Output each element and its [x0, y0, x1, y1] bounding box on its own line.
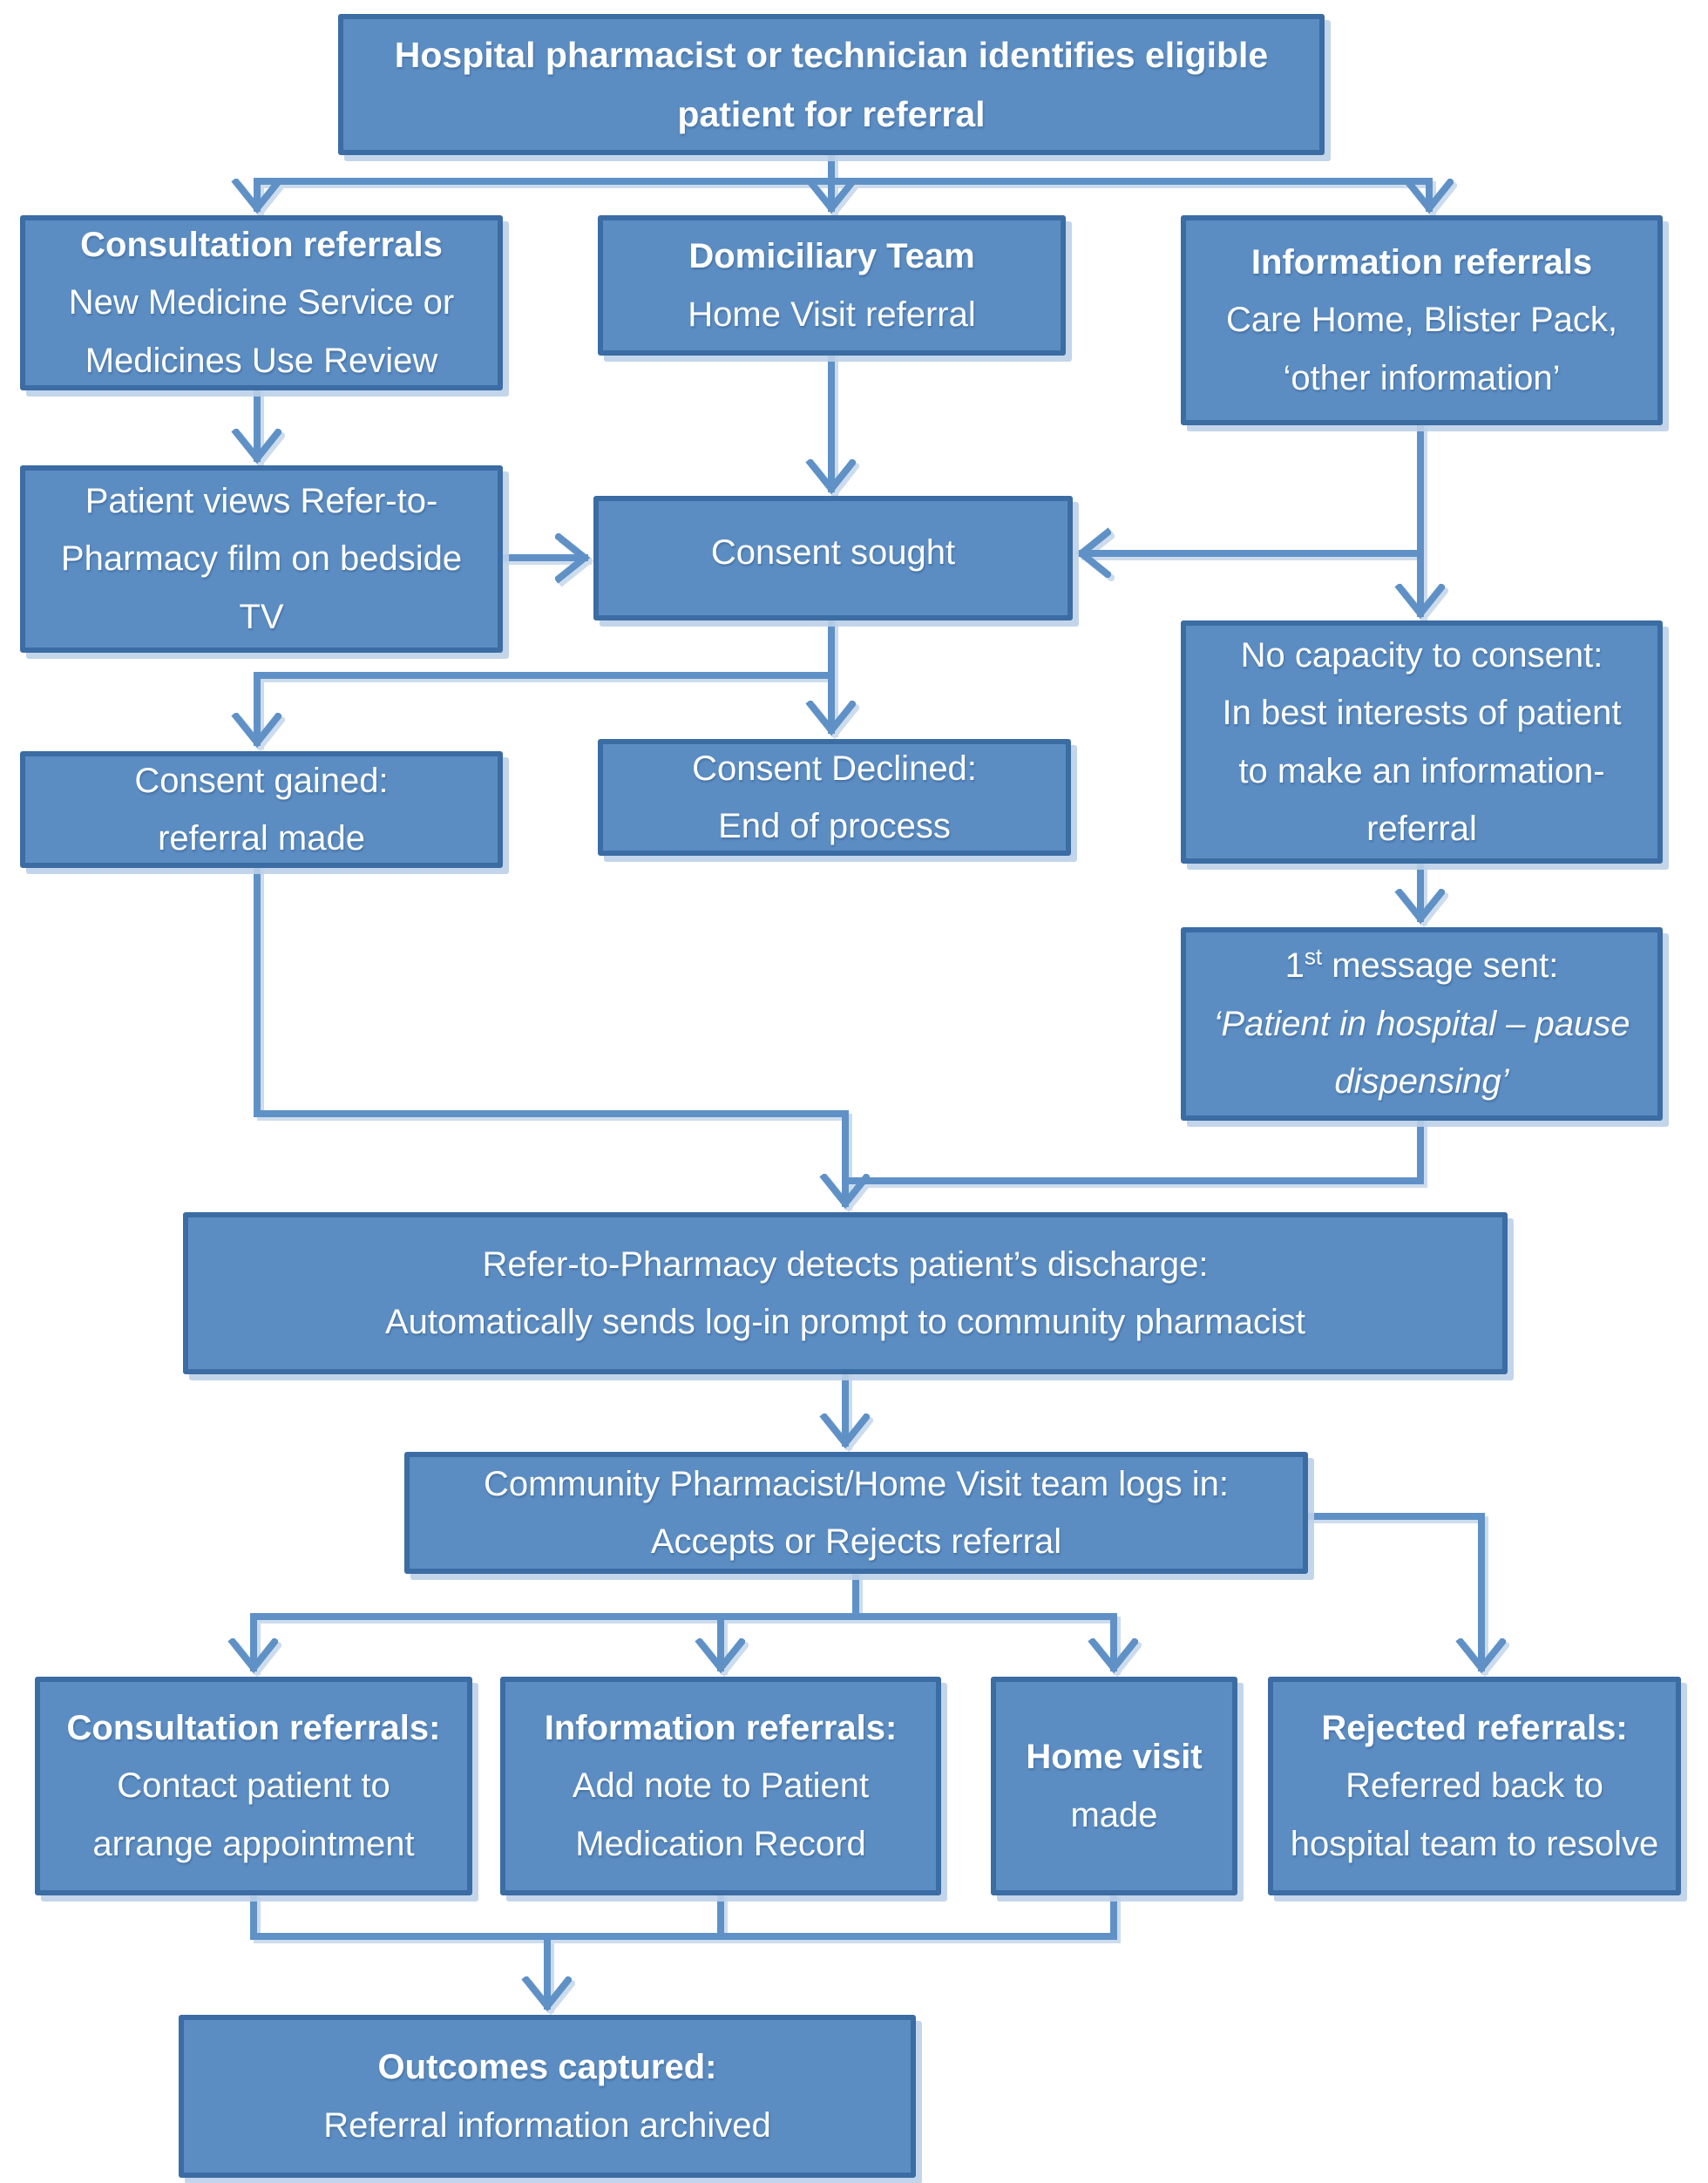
node-consultation-action-title: Consultation referrals: [66, 1708, 441, 1747]
node-community-pharmacist-logs-in: Community Pharmacist/Home Visit team log… [404, 1452, 1308, 1574]
node-detects-discharge-line2: Automatically sends log-in prompt to com… [385, 1303, 1305, 1341]
node-consent-sought-line1: Consent sought [710, 533, 956, 572]
node-detects-discharge: Refer-to-Pharmacy detects patient’s disc… [183, 1212, 1508, 1374]
node-consent-declined-line1: Consent Declined: [692, 749, 977, 788]
node-outcomes-line1: Referral information archived [323, 2105, 771, 2145]
node-consent-declined: Consent Declined: End of process [598, 739, 1071, 856]
node-first-message-line3: dispensing’ [1334, 1062, 1509, 1102]
connector-community-to-rejected [1305, 1513, 1481, 1668]
node-consultation-referrals-title: Consultation referrals [80, 225, 443, 264]
node-patient-views-film-line1: Patient views Refer-to- [85, 481, 438, 520]
first-message-ordinal: st [1304, 944, 1323, 971]
node-home-visit-made: Home visit made [991, 1677, 1237, 1895]
node-patient-views-film: Patient views Refer-to- Pharmacy film on… [20, 465, 503, 653]
node-no-capacity-line4: referral [1366, 809, 1477, 848]
node-information-referrals-line1: Care Home, Blister Pack, [1225, 301, 1618, 340]
node-rejected-title: Rejected referrals: [1321, 1708, 1628, 1747]
node-information-action-line1: Add note to Patient [572, 1766, 870, 1806]
node-consultation-referrals: Consultation referrals New Medicine Serv… [20, 215, 503, 390]
node-patient-views-film-line2: Pharmacy film on bedside [60, 539, 463, 579]
node-identify-patient: Hospital pharmacist or technician identi… [338, 14, 1325, 155]
node-consultation-referrals-line2: Medicines Use Review [85, 341, 438, 380]
node-no-capacity-line1: No capacity to consent: [1240, 635, 1603, 675]
node-consent-gained-line2: referral made [158, 819, 365, 858]
node-outcomes-captured: Outcomes captured: Referral information … [179, 2015, 916, 2178]
connector-first-message-to-detects [845, 1117, 1424, 1184]
node-consent-sought: Consent sought [593, 496, 1073, 620]
node-information-action-title: Information referrals: [544, 1708, 898, 1747]
node-domiciliary-team-title: Domiciliary Team [688, 237, 975, 276]
node-consultation-referrals-line1: New Medicine Service or [68, 283, 455, 322]
node-first-message-line2: ‘Patient in hospital – pause [1213, 1004, 1630, 1043]
node-information-action-line2: Medication Record [575, 1824, 866, 1863]
node-rejected-line1: Referred back to [1345, 1766, 1603, 1806]
connector-consent-sought-to-gained [257, 672, 835, 742]
node-information-referrals: Information referrals Care Home, Blister… [1181, 215, 1663, 425]
node-consultation-action-line1: Contact patient to [117, 1766, 390, 1806]
node-rejected-line2: hospital team to resolve [1290, 1824, 1659, 1863]
connector-consent-gained-to-detects [254, 864, 845, 1203]
node-rejected-referrals: Rejected referrals: Referred back to hos… [1268, 1677, 1681, 1895]
node-consultation-action-line2: arrange appointment [92, 1824, 415, 1863]
node-home-visit-title: Home visit [1026, 1738, 1203, 1777]
first-message-number: 1 [1284, 946, 1305, 986]
node-community-line2: Accepts or Rejects referral [650, 1522, 1062, 1561]
node-identify-patient-line2: patient for referral [677, 94, 986, 134]
node-domiciliary-team: Domiciliary Team Home Visit referral [598, 215, 1066, 356]
node-information-referrals-line2: ‘other information’ [1283, 358, 1561, 397]
node-domiciliary-team-line1: Home Visit referral [688, 295, 976, 334]
node-no-capacity-line3: to make an information- [1238, 751, 1605, 790]
node-home-visit-line1: made [1070, 1795, 1158, 1834]
node-detects-discharge-line1: Refer-to-Pharmacy detects patient’s disc… [482, 1244, 1209, 1284]
node-no-capacity-to-consent: No capacity to consent: In best interest… [1181, 620, 1663, 864]
node-community-line1: Community Pharmacist/Home Visit team log… [483, 1464, 1230, 1503]
first-message-text: message sent: [1322, 946, 1559, 986]
node-consultation-referrals-action: Consultation referrals: Contact patient … [35, 1677, 472, 1895]
node-consent-gained-line1: Consent gained: [134, 761, 389, 800]
node-first-message-sent: 1st message sent: ‘Patient in hospital –… [1181, 927, 1663, 1121]
node-first-message-line1: 1st message sent: [1285, 937, 1559, 994]
node-identify-patient-line1: Hospital pharmacist or technician identi… [394, 34, 1269, 75]
node-patient-views-film-line3: TV [239, 597, 284, 636]
node-information-referrals-action: Information referrals: Add note to Patie… [500, 1677, 941, 1895]
node-consent-gained: Consent gained: referral made [20, 751, 503, 868]
node-consent-declined-line2: End of process [718, 807, 951, 845]
node-no-capacity-line2: In best interests of patient [1222, 694, 1622, 733]
node-information-referrals-title: Information referrals [1250, 242, 1593, 281]
node-outcomes-title: Outcomes captured: [377, 2048, 717, 2087]
